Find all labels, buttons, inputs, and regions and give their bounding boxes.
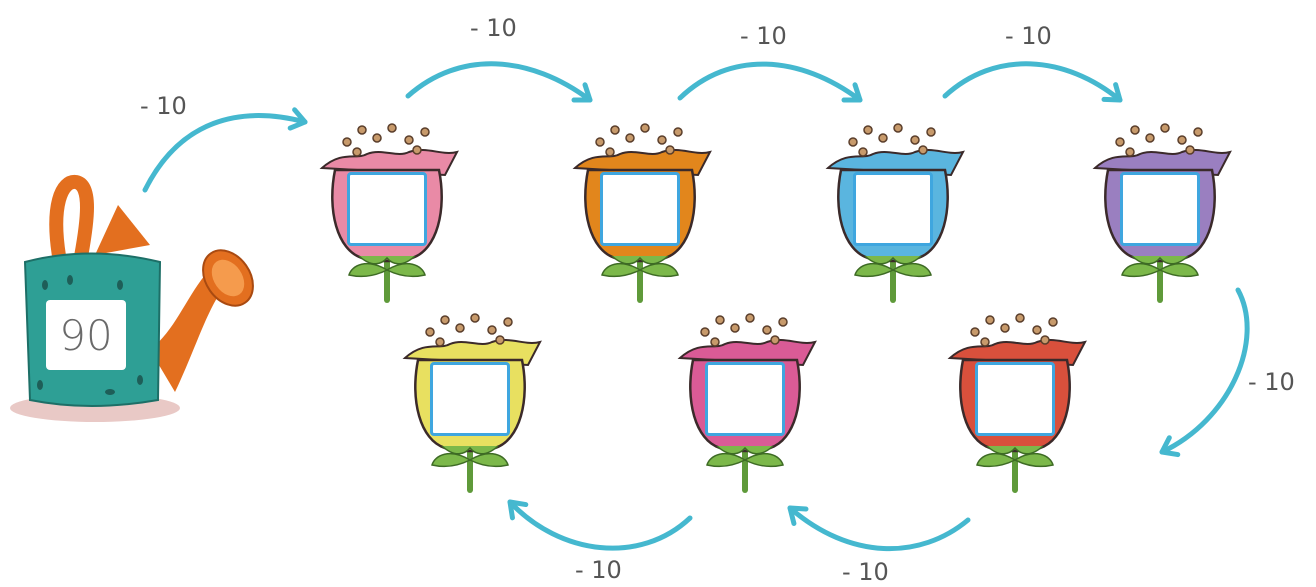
step-label-2: - 10: [470, 14, 517, 42]
arrow-1: [142, 113, 308, 193]
answer-box-4[interactable]: [1120, 172, 1200, 246]
arrow-6: [787, 505, 971, 552]
arrowhead-5: [1159, 435, 1181, 458]
answer-box-5[interactable]: [975, 362, 1055, 436]
answer-box-6[interactable]: [705, 362, 785, 436]
step-label-1: - 10: [140, 92, 187, 120]
step-label-4: - 10: [1005, 22, 1052, 50]
answer-box-1[interactable]: [347, 172, 427, 246]
step-label-3: - 10: [740, 22, 787, 50]
arrow-4: [942, 61, 1123, 103]
arrow-3: [677, 61, 863, 103]
answer-box-7[interactable]: [430, 362, 510, 436]
start-value-tag: 90: [46, 300, 126, 370]
arrowhead-2: [571, 82, 593, 103]
can-rose: [202, 249, 254, 307]
arrowhead-1: [287, 107, 308, 131]
step-label-6: - 10: [842, 558, 889, 586]
arrowhead-3: [841, 82, 863, 103]
step-label-7: - 10: [575, 556, 622, 584]
arrow-2: [405, 61, 593, 103]
arrow-7: [507, 499, 693, 551]
arrowhead-4: [1101, 82, 1123, 103]
answer-box-2[interactable]: [600, 172, 680, 246]
can-spout: [150, 275, 222, 392]
arrowhead-7: [507, 499, 529, 521]
arrowhead-6: [787, 505, 809, 527]
can-handle: [49, 175, 94, 269]
can-lid: [95, 205, 150, 255]
step-label-5: - 10: [1248, 368, 1295, 396]
arrow-5: [1159, 287, 1250, 455]
start-value: 90: [59, 310, 113, 360]
watering-can-icon: [23, 175, 254, 407]
answer-box-3[interactable]: [853, 172, 933, 246]
arrows-layer: [142, 61, 1250, 552]
